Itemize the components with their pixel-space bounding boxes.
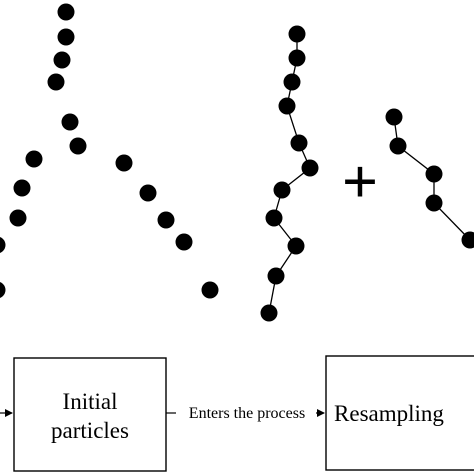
edge-label-enters-process: Enters the process (189, 405, 305, 422)
trajectory-particle (283, 73, 301, 91)
particle (201, 281, 219, 299)
trajectory-particle (425, 165, 443, 183)
particle (175, 233, 193, 251)
particle (13, 179, 31, 197)
trajectory-particle (267, 267, 285, 285)
trajectory-particle (461, 231, 474, 249)
trajectory-particle (287, 237, 305, 255)
particle (61, 113, 79, 131)
particle (53, 51, 71, 69)
particle (47, 73, 65, 91)
initial-particles-label-line1: Initial (63, 389, 118, 414)
trajectory-particle (288, 49, 306, 67)
trajectory-particle (273, 181, 291, 199)
particle (25, 150, 43, 168)
resampling-box (325, 355, 474, 471)
trajectory-particle (265, 209, 283, 227)
trajectory-particle (385, 108, 403, 126)
initial-particles-node: Initial particles (13, 357, 167, 472)
initial-particle-cloud (0, 3, 219, 299)
particle-trajectory-2 (385, 108, 474, 249)
plus-operator: + (342, 146, 378, 217)
trajectory-particle (301, 159, 319, 177)
particle (157, 211, 175, 229)
trajectory-particle (290, 134, 308, 152)
particle (0, 237, 6, 253)
particle (115, 154, 133, 172)
particle (139, 184, 157, 202)
trajectory-particle (260, 304, 278, 322)
particle (9, 209, 27, 227)
trajectory-particle (389, 137, 407, 155)
initial-particles-box (13, 357, 167, 472)
trajectory-particle (425, 194, 443, 212)
particle (0, 282, 6, 298)
particle (57, 28, 75, 46)
resampling-node: Resampling (325, 355, 474, 471)
trajectory-particle (278, 97, 296, 115)
trajectory-particle (288, 25, 306, 43)
particle-trajectory-1 (260, 25, 319, 322)
resampling-label: Resampling (334, 401, 444, 426)
particle (69, 137, 87, 155)
particle (57, 3, 75, 21)
initial-particles-label-line2: particles (51, 418, 129, 443)
